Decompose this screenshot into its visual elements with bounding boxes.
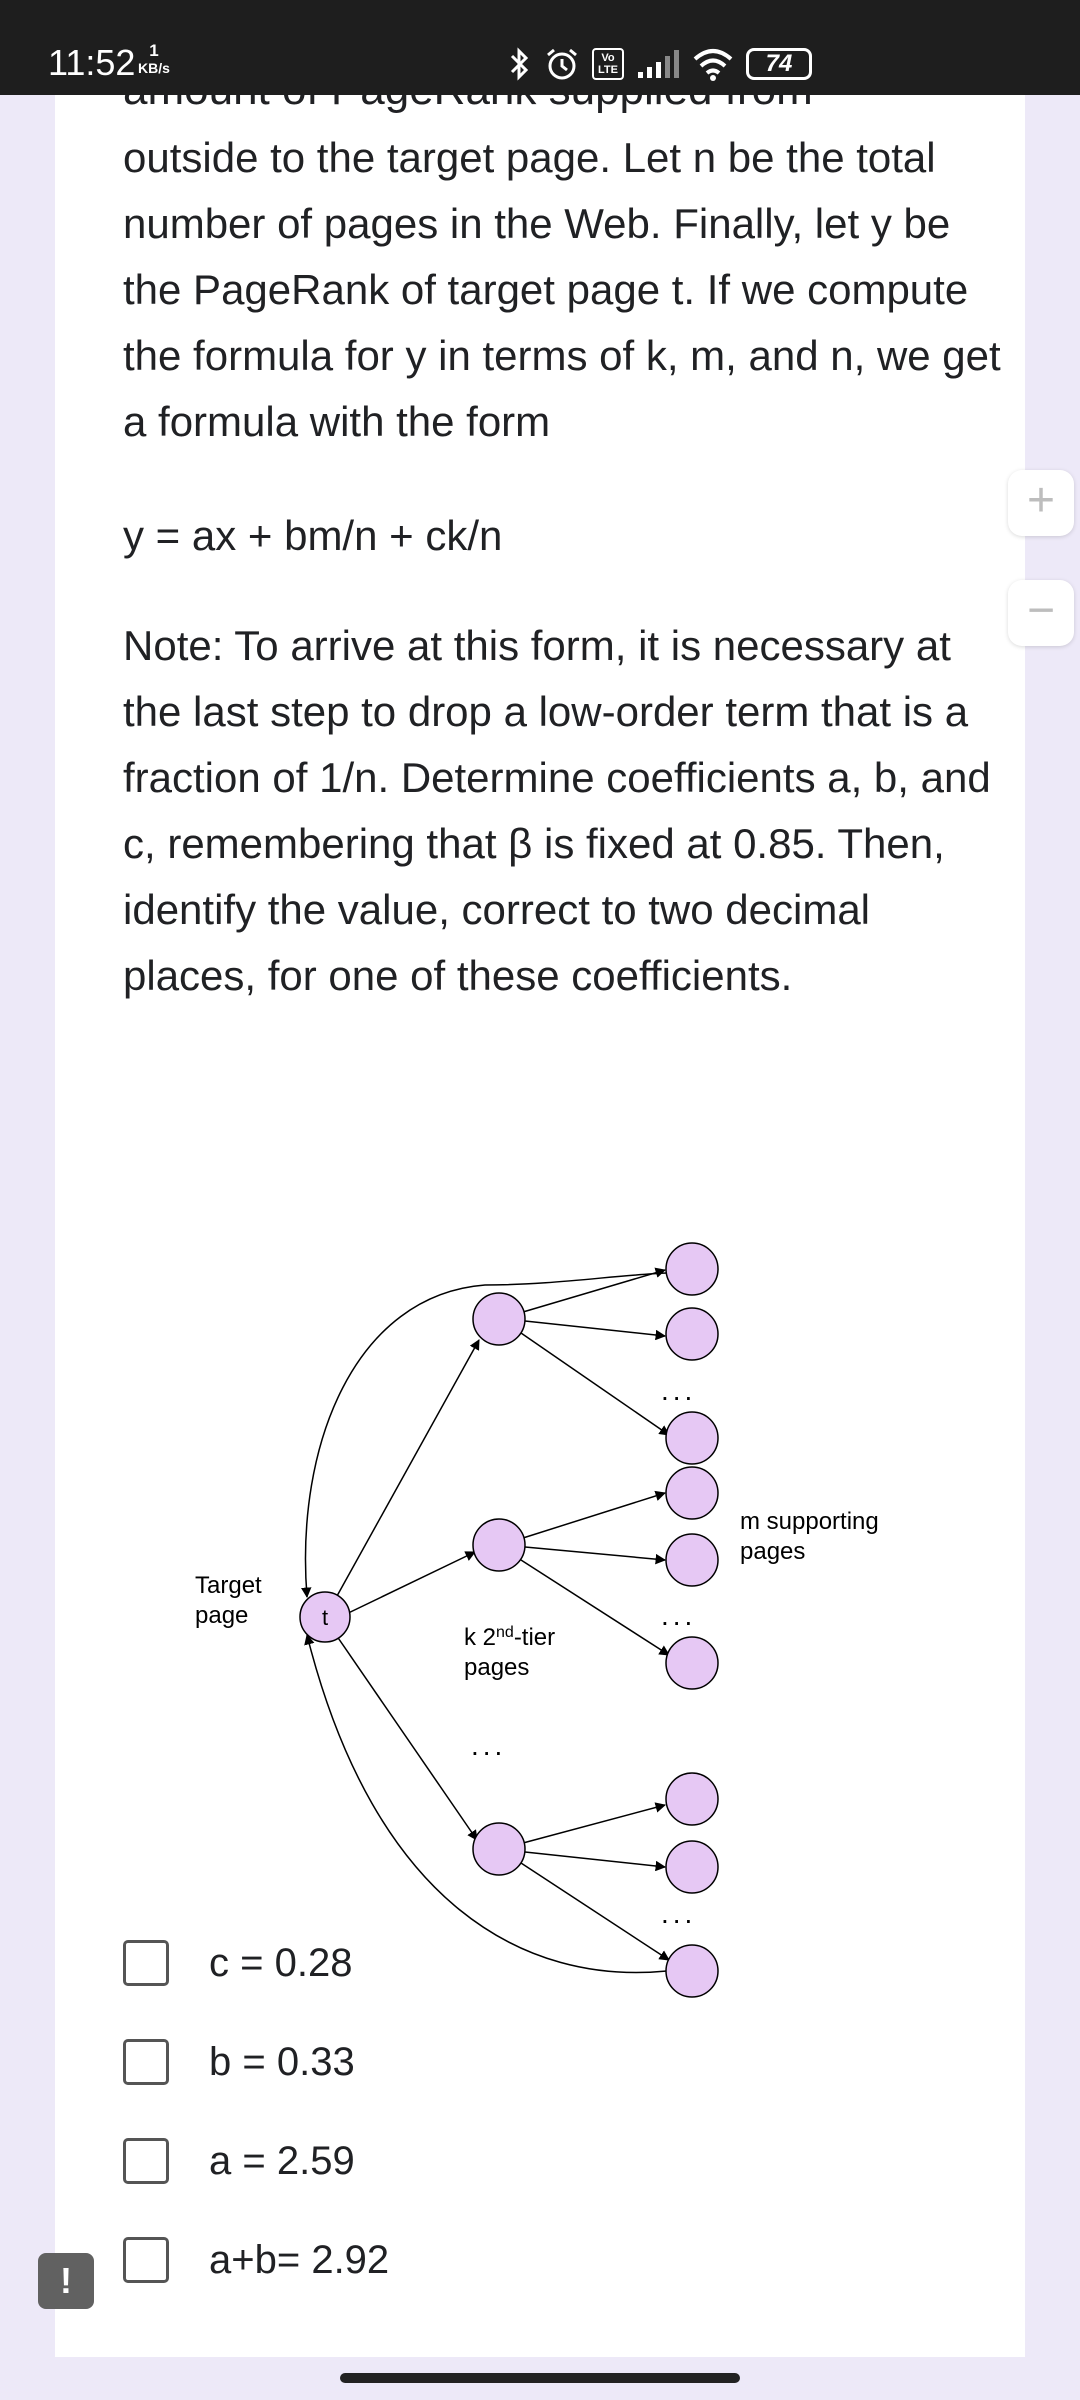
- zoom-out-button[interactable]: −: [1008, 580, 1074, 646]
- option-label: a+b= 2.92: [209, 2237, 390, 2282]
- option-row[interactable]: b = 0.33: [123, 2034, 355, 2090]
- pagerank-diagram: Target page t k 2nd-tier pages m support…: [195, 1242, 879, 1998]
- question-note: Note: To arrive at this form, it is nece…: [123, 622, 991, 999]
- option-row[interactable]: c = 0.28: [123, 1935, 352, 1991]
- second-tier-label: k 2nd-tier: [464, 1624, 555, 1651]
- second-tier-node: [472, 1518, 526, 1572]
- home-indicator[interactable]: [340, 2373, 740, 2383]
- supporting-label: m supporting: [740, 1508, 879, 1535]
- volte-icon: Vo LTE: [592, 48, 624, 80]
- supporting-node: [665, 1466, 719, 1520]
- supporting-node: [665, 1772, 719, 1826]
- option-label: a = 2.59: [209, 2138, 355, 2183]
- option-label: c = 0.28: [209, 1940, 353, 1985]
- option-row[interactable]: a+b= 2.92: [123, 2232, 389, 2288]
- target-node: [299, 1591, 351, 1643]
- question-paragraph: outside to the target page. Let n be the…: [123, 134, 1001, 445]
- network-speed-value: 1: [149, 41, 159, 60]
- question-card: amount of PageRank supplied from outside…: [55, 95, 1025, 2357]
- ellipsis-2: ...: [661, 1600, 696, 1631]
- ellipsis-tier: ...: [471, 1730, 506, 1761]
- target-node-label: t: [322, 1605, 328, 1630]
- status-time: 11:52: [48, 42, 136, 83]
- second-tier-label-line2: pages: [464, 1654, 529, 1681]
- ellipsis-1: ...: [661, 1375, 696, 1406]
- second-tier-node: [472, 1292, 526, 1346]
- target-label: Target: [195, 1572, 262, 1599]
- second-tier-node: [472, 1822, 526, 1876]
- ellipsis-3: ...: [661, 1898, 696, 1929]
- feedback-button[interactable]: !: [38, 2253, 94, 2309]
- supporting-node: [665, 1944, 719, 1998]
- status-icons: Vo LTE 74: [508, 44, 812, 84]
- signal-icon: [638, 50, 679, 78]
- option-checkbox[interactable]: [123, 1940, 169, 1986]
- option-row[interactable]: a = 2.59: [123, 2133, 355, 2189]
- diagram-nodes: [299, 1242, 719, 1998]
- zoom-in-button[interactable]: +: [1008, 470, 1074, 536]
- supporting-node: [665, 1242, 719, 1296]
- supporting-label-line2: pages: [740, 1538, 805, 1565]
- option-label: b = 0.33: [209, 2039, 355, 2084]
- supporting-node: [665, 1840, 719, 1894]
- question-text-partial: amount of PageRank supplied from: [123, 95, 813, 123]
- target-label-line2: page: [195, 1602, 248, 1629]
- bluetooth-icon: [510, 47, 529, 81]
- battery-indicator: 74: [746, 48, 812, 80]
- network-speed-unit: KB/s: [138, 60, 170, 76]
- wifi-icon: [693, 49, 733, 81]
- network-speed: 1 KB/s: [138, 42, 170, 77]
- formula: y = ax + bm/n + ck/n: [123, 512, 503, 559]
- supporting-node: [665, 1533, 719, 1587]
- option-checkbox[interactable]: [123, 2039, 169, 2085]
- supporting-node: [665, 1307, 719, 1361]
- option-checkbox[interactable]: [123, 2138, 169, 2184]
- option-checkbox[interactable]: [123, 2237, 169, 2283]
- status-bar: 11:52 1 KB/s Vo LTE 74: [0, 0, 1080, 95]
- supporting-node: [665, 1636, 719, 1690]
- supporting-node: [665, 1411, 719, 1465]
- alarm-icon: [547, 48, 577, 80]
